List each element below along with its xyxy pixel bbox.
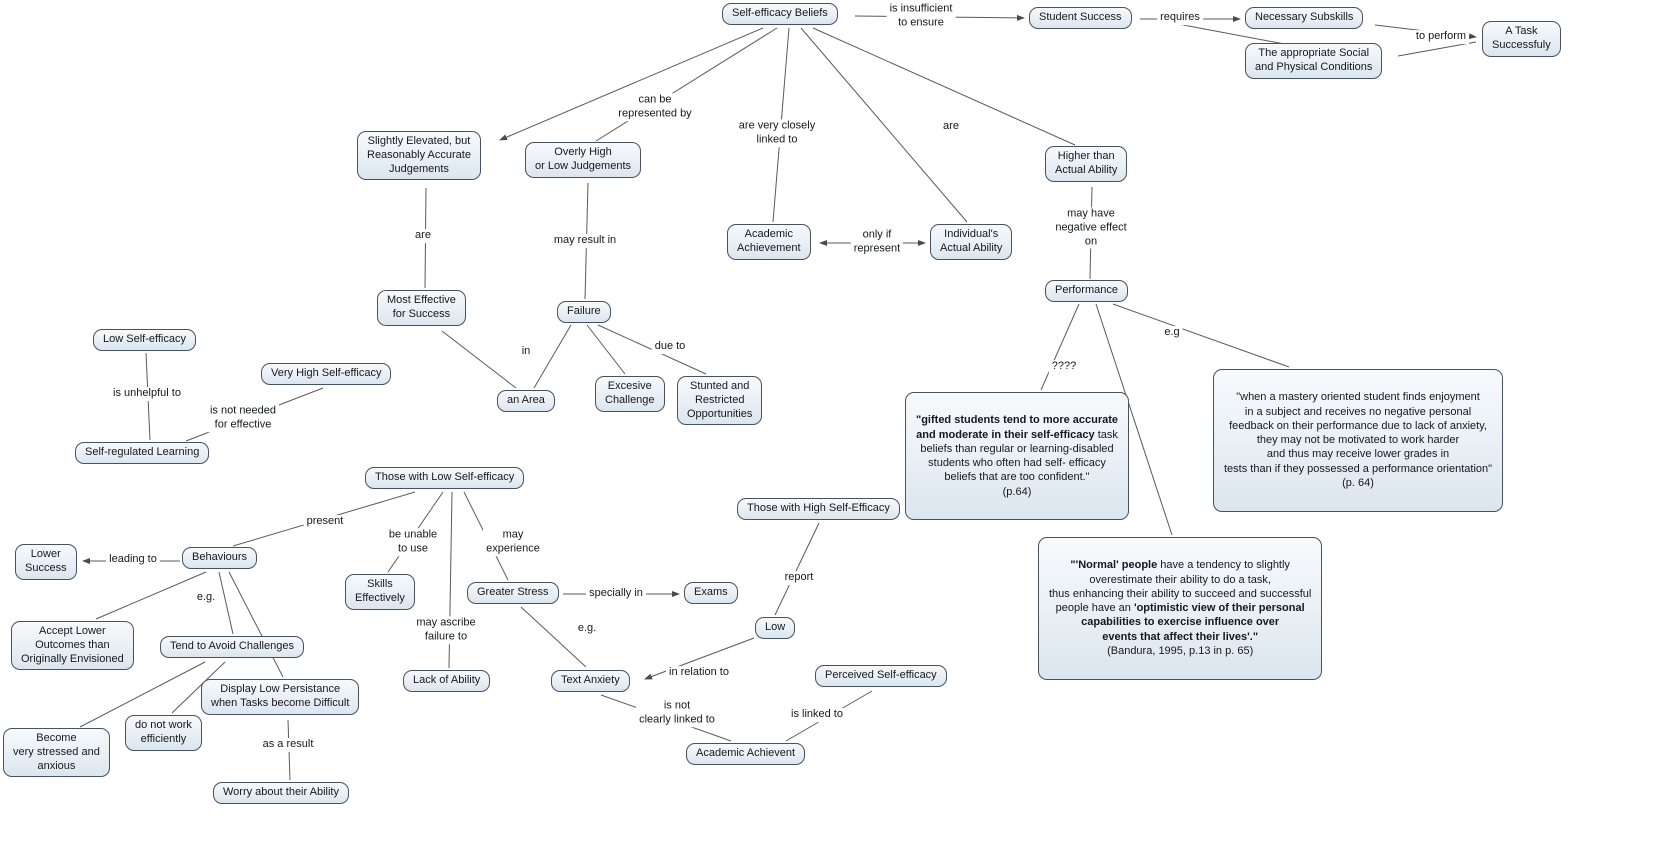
- node-academic-achievement[interactable]: Academic Achievement: [727, 224, 811, 260]
- node-quote-gifted-students[interactable]: "gifted students tend to more accurate a…: [905, 392, 1130, 521]
- node-do-not-work-efficiently[interactable]: do not work efficiently: [125, 715, 202, 751]
- quote-normal-bold1-text: "'Normal' people: [1070, 559, 1161, 572]
- quote-normal-citation: (Bandura, 1995, p.13 in p. 65): [1107, 645, 1254, 658]
- quote-gifted-citation: (p.64): [1002, 485, 1032, 498]
- edge: [79, 661, 206, 728]
- node-display-low-persistence[interactable]: Display Low Persistance when Tasks becom…: [201, 679, 360, 715]
- node-accept-lower-outcomes[interactable]: Accept Lower Outcomes than Originally En…: [11, 621, 134, 671]
- edge: [774, 522, 820, 616]
- node-exams[interactable]: Exams: [684, 582, 738, 604]
- node-failure[interactable]: Failure: [557, 301, 611, 323]
- quote-gifted-rest-text: task beliefs than regular or learning-di…: [920, 428, 1118, 484]
- node-worry-about-their-ability[interactable]: Worry about their Ability: [213, 782, 349, 804]
- node-those-with-low-self-efficacy[interactable]: Those with Low Self-efficacy: [365, 467, 525, 489]
- edge-label-are-left[interactable]: are: [412, 229, 434, 243]
- edge: [533, 324, 572, 389]
- node-text-anxiety[interactable]: Text Anxiety: [551, 670, 630, 692]
- edge-label-closely-linked[interactable]: are very closely linked to: [735, 119, 819, 147]
- edge-label-be-unable-to-use[interactable]: be unable to use: [385, 528, 441, 556]
- edge-label-report[interactable]: report: [781, 571, 817, 585]
- edge-label-are-right[interactable]: are: [940, 120, 962, 134]
- node-academic-achievent[interactable]: Academic Achievent: [686, 743, 806, 765]
- node-greater-stress[interactable]: Greater Stress: [467, 582, 559, 604]
- edge: [1397, 41, 1477, 57]
- node-become-stressed-anxious[interactable]: Become very stressed and anxious: [3, 728, 110, 778]
- edge-label-present[interactable]: present: [303, 515, 347, 529]
- edge-label-can-be-represented[interactable]: can be represented by: [615, 93, 695, 121]
- node-low-self-efficacy[interactable]: Low Self-efficacy: [93, 329, 196, 351]
- edge: [499, 27, 764, 141]
- edge-label-leading-to[interactable]: leading to: [106, 553, 160, 567]
- edge-label-due-to[interactable]: due to: [651, 340, 689, 354]
- edge-label-is-insufficient[interactable]: is insufficient to ensure: [886, 2, 956, 30]
- edge-label-eg-performance[interactable]: e.g: [1161, 326, 1183, 340]
- edge: [441, 330, 517, 389]
- edge: [218, 571, 234, 635]
- quote-mastery-text: "when a mastery oriented student finds e…: [1224, 391, 1493, 475]
- edge-label-eg-stress[interactable]: e.g.: [574, 622, 600, 636]
- edge: [800, 27, 968, 223]
- edge: [228, 571, 284, 678]
- node-a-task-successfully[interactable]: A Task Successfuly: [1482, 21, 1561, 57]
- edge: [586, 324, 626, 375]
- node-slightly-elevated-judgements[interactable]: Slightly Elevated, but Reasonably Accura…: [357, 131, 481, 181]
- edge: [1095, 303, 1173, 536]
- edge-label-requires[interactable]: requires: [1157, 11, 1203, 25]
- node-very-high-self-efficacy[interactable]: Very High Self-efficacy: [261, 363, 392, 385]
- edge: [520, 606, 587, 668]
- node-behaviours[interactable]: Behaviours: [182, 547, 258, 569]
- edge: [1161, 20, 1296, 47]
- node-self-regulated-learning[interactable]: Self-regulated Learning: [75, 442, 210, 464]
- edge-label-may-experience[interactable]: may experience: [483, 528, 543, 556]
- node-perceived-self-efficacy[interactable]: Perceived Self-efficacy: [815, 665, 947, 687]
- node-quote-mastery-oriented[interactable]: "when a mastery oriented student finds e…: [1213, 369, 1504, 512]
- node-stunted-restricted-opportunities[interactable]: Stunted and Restricted Opportunities: [677, 376, 763, 426]
- edge: [595, 27, 778, 142]
- edge-label-not-clearly-linked[interactable]: is not clearly linked to: [636, 699, 718, 727]
- edge: [171, 661, 226, 714]
- edge-label-only-if-represent[interactable]: only if represent: [850, 228, 904, 256]
- node-social-physical-conditions[interactable]: The appropriate Social and Physical Cond…: [1245, 43, 1383, 79]
- node-higher-than-actual-ability[interactable]: Higher than Actual Ability: [1045, 146, 1128, 182]
- node-necessary-subskills[interactable]: Necessary Subskills: [1245, 7, 1364, 29]
- edge-label-is-unhelpful-to[interactable]: is unhelpful to: [110, 387, 184, 401]
- node-excessive-challenge[interactable]: Excesive Challenge: [595, 376, 665, 412]
- edge: [812, 27, 1076, 146]
- edge-label-eg-behaviours[interactable]: e.g.: [193, 591, 219, 605]
- edge-label-as-a-result[interactable]: as a result: [259, 738, 317, 752]
- node-those-with-high-self-efficacy[interactable]: Those with High Self-Efficacy: [737, 498, 900, 520]
- edge-label-is-linked-to[interactable]: is linked to: [788, 708, 846, 722]
- node-an-area[interactable]: an Area: [497, 390, 555, 412]
- edge-label-not-needed[interactable]: is not needed for effective: [206, 404, 280, 432]
- edge-label-negative-effect[interactable]: may have negative effect on: [1052, 207, 1130, 249]
- edge-label-may-result-in[interactable]: may result in: [550, 234, 620, 248]
- node-individuals-actual-ability[interactable]: Individual's Actual Ability: [930, 224, 1013, 260]
- node-student-success[interactable]: Student Success: [1029, 7, 1132, 29]
- quote-gifted-bold-text: "gifted students tend to more accurate a…: [916, 414, 1119, 441]
- node-most-effective-for-success[interactable]: Most Effective for Success: [377, 290, 466, 326]
- edge-label-in-relation-to[interactable]: in relation to: [666, 666, 732, 680]
- node-skills-effectively[interactable]: Skills Effectively: [345, 574, 415, 610]
- quote-mastery-citation: (p. 64): [1342, 477, 1374, 490]
- node-performance[interactable]: Performance: [1045, 280, 1128, 302]
- quote-normal-mid-text: have a tendency to slightly overestimate…: [1049, 559, 1312, 615]
- edge-label-question-marks[interactable]: ????: [1048, 360, 1080, 374]
- node-self-efficacy-beliefs[interactable]: Self-efficacy Beliefs: [722, 3, 838, 25]
- node-tend-to-avoid-challenges[interactable]: Tend to Avoid Challenges: [160, 636, 304, 658]
- node-low[interactable]: Low: [755, 617, 796, 639]
- edge-label-in[interactable]: in: [518, 345, 534, 359]
- edge: [95, 571, 207, 620]
- node-lower-success[interactable]: Lower Success: [15, 544, 77, 580]
- quote-normal-bold2-text: 'optimistic view of their personal capab…: [1081, 602, 1305, 643]
- node-lack-of-ability[interactable]: Lack of Ability: [403, 670, 491, 692]
- edge-label-to-perform[interactable]: to perform: [1412, 30, 1470, 44]
- edge-label-may-ascribe[interactable]: may ascribe failure to: [413, 616, 479, 644]
- edge: [644, 637, 755, 680]
- edge: [1040, 303, 1080, 391]
- edge-label-specially-in[interactable]: specially in: [586, 587, 646, 601]
- node-quote-normal-people[interactable]: "'Normal' people have a tendency to slig…: [1038, 537, 1323, 680]
- edge: [1112, 303, 1290, 368]
- node-overly-high-or-low-judgements[interactable]: Overly High or Low Judgements: [525, 142, 641, 178]
